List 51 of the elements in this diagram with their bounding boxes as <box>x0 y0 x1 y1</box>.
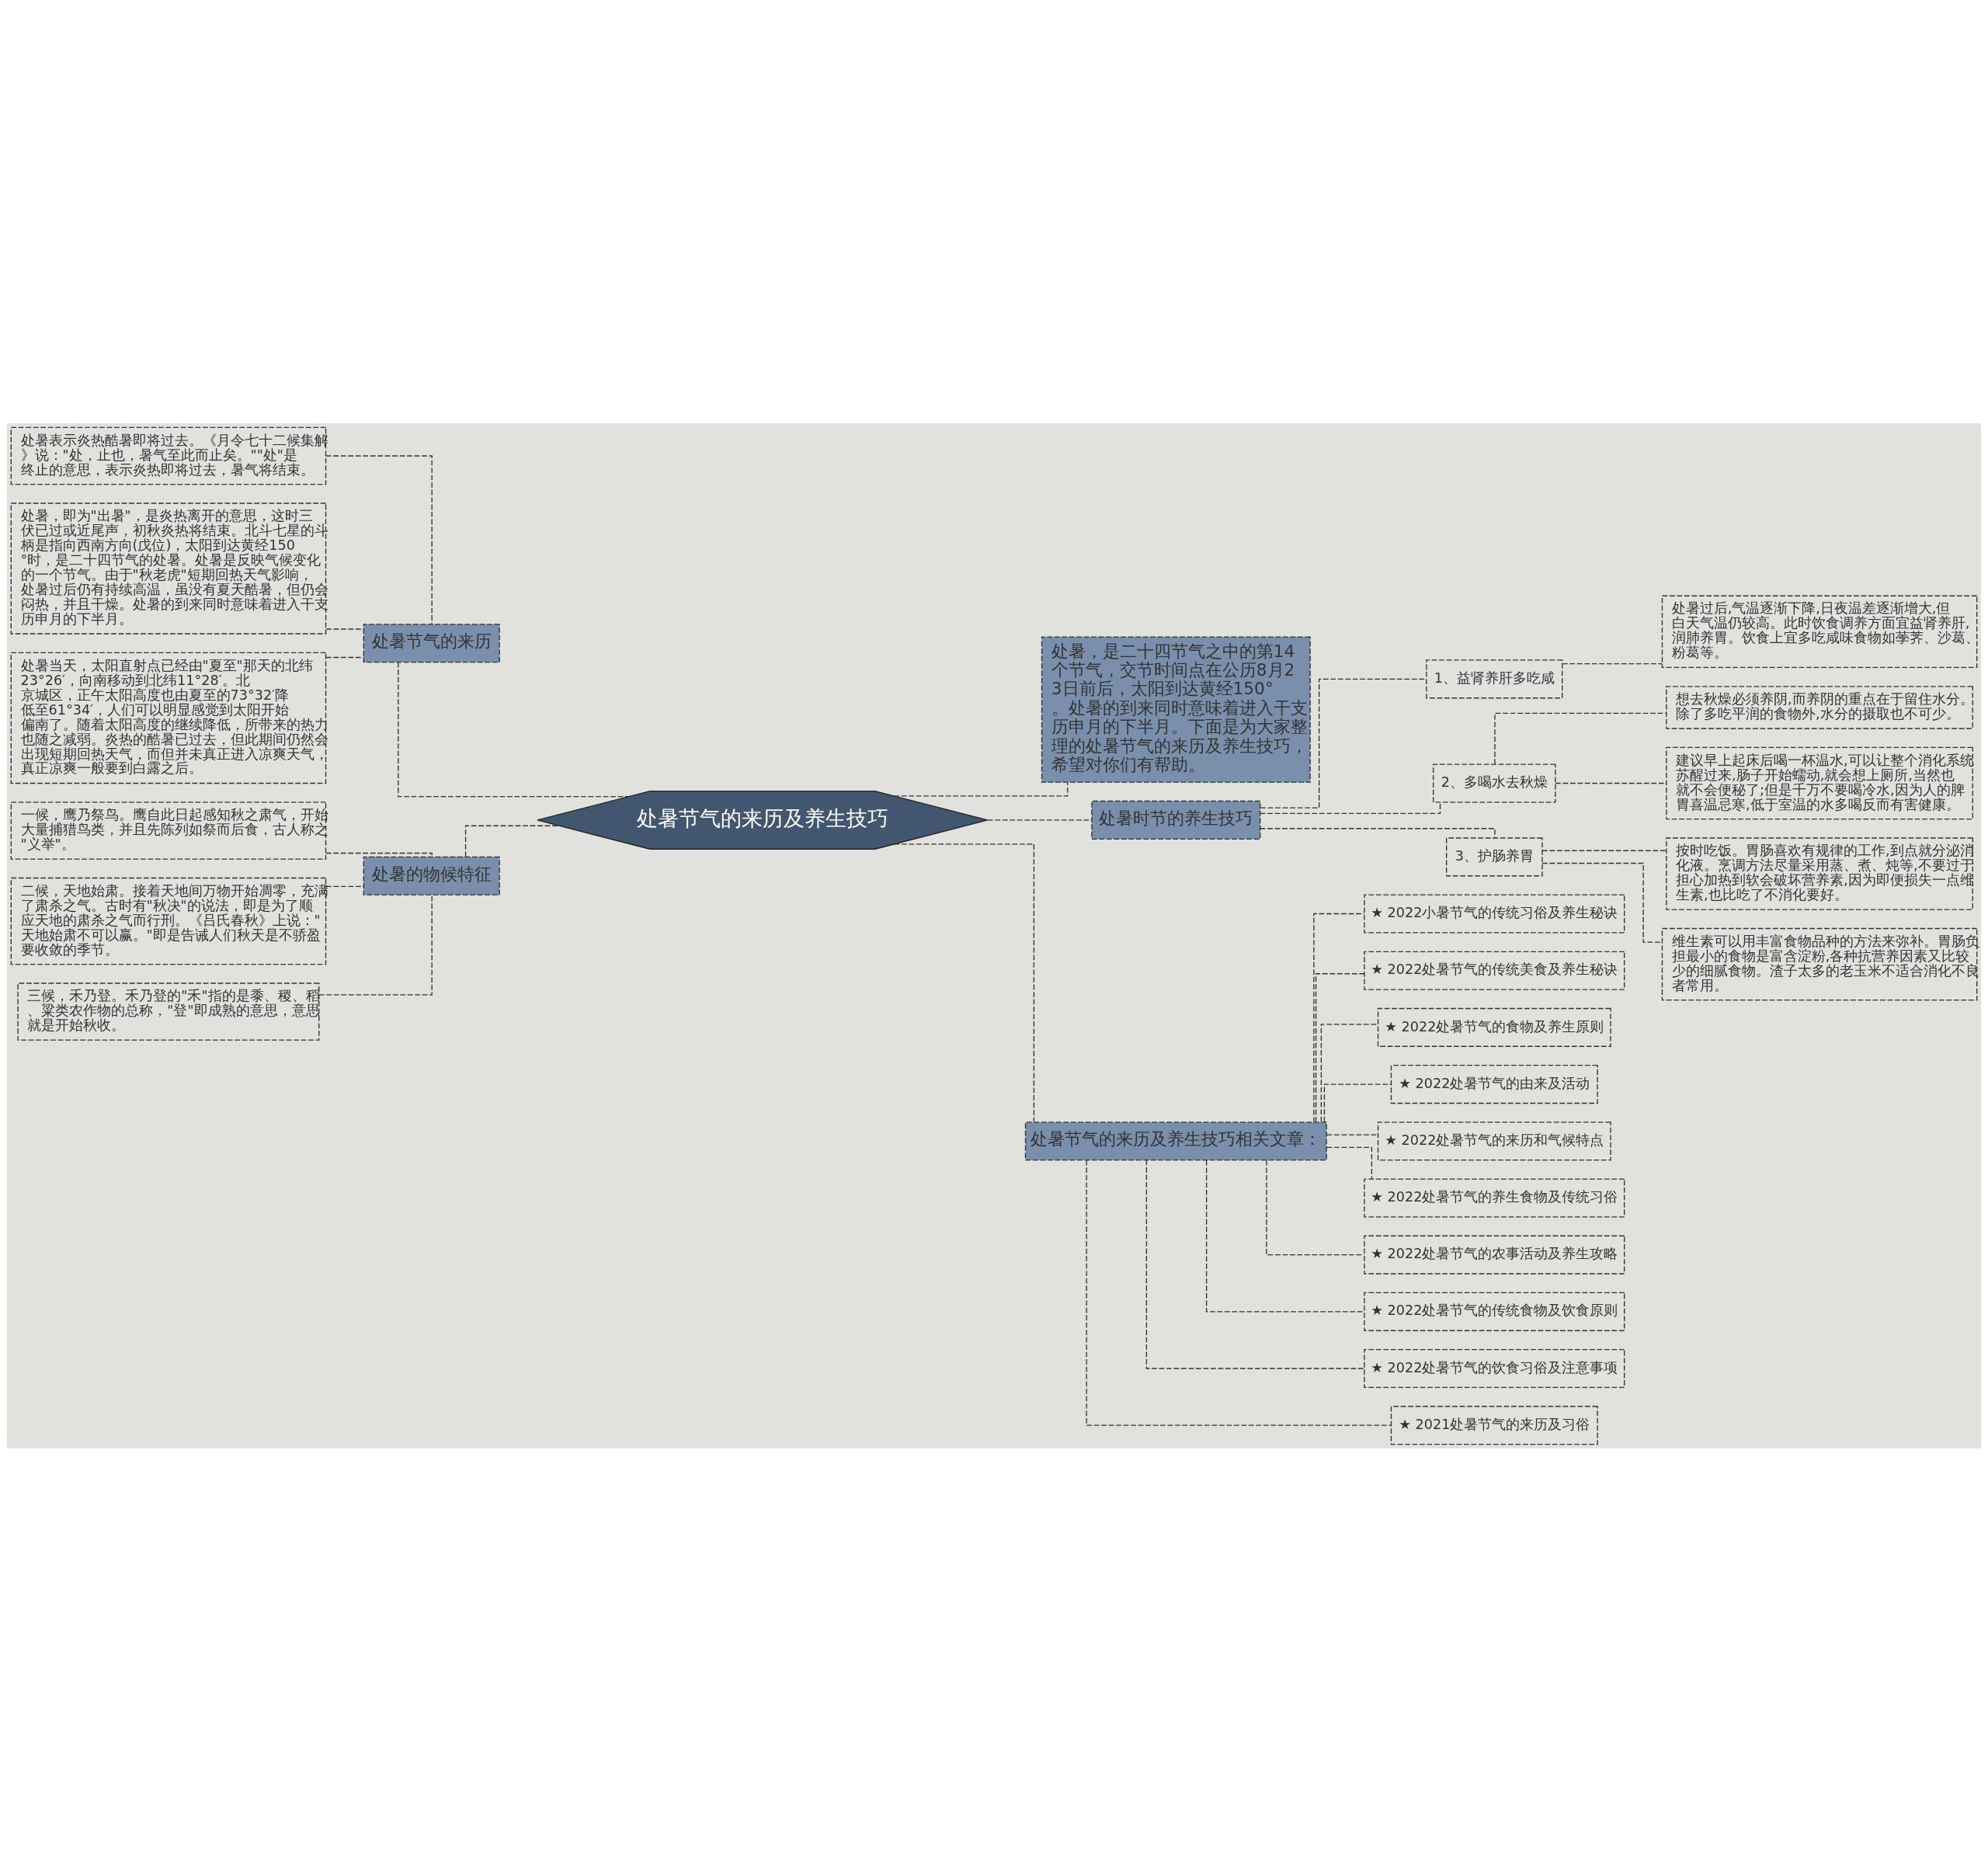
connector <box>1562 663 1663 664</box>
node-box: 想去秋燥必须养阴,而养阴的重点在于留住水分。除了多吃平润的食物外,水分的摄取也不可少。 <box>1666 685 1973 729</box>
node-box: 三候，禾乃登。禾乃登的"禾"指的是黍、稷、稻、粱类农作物的总称，"登"即成熟的意思，意思就是开始秋收。 <box>17 982 320 1041</box>
connector <box>1315 972 1365 1122</box>
connector <box>398 661 629 797</box>
node-box: 1、益肾养肝多吃咸 <box>1426 659 1563 698</box>
node-box: 处暑，是二十四节气之中的第14个节气，交节时间点在公历8月23日前后，太阳到达黄经150°。处暑的到来同时意味着进入干支历申月的下半月。下面是为大家整理的处暑节气的来历及养生技巧，希望对你们有帮助。 <box>1041 635 1311 783</box>
connector <box>1323 1083 1392 1122</box>
node-box: 3、护肠养胃 <box>1445 836 1543 876</box>
connector <box>987 819 1093 821</box>
connector <box>1205 1159 1365 1312</box>
node-box: ★ 2022小暑节气的传统习俗及养生秘诀 <box>1364 893 1625 934</box>
connector <box>464 825 560 857</box>
node-box: 一候，鹰乃祭鸟。鹰自此日起感知秋之肃气，开始大量捕猎鸟类，并且先陈列如祭而后食，古人称之"义举"。 <box>10 801 327 860</box>
connector <box>1494 712 1667 765</box>
node-box: ★ 2022处暑节气的由来及活动 <box>1390 1064 1598 1104</box>
node-box: ★ 2022处暑节气的食物及养生原则 <box>1377 1007 1611 1047</box>
connector <box>1555 782 1667 784</box>
node-box: ★ 2022处暑节气的来历和气候特点 <box>1377 1121 1611 1160</box>
connector <box>1313 913 1365 1122</box>
node-box: 处暑时节的养生技巧 <box>1091 800 1261 840</box>
connector <box>325 628 364 630</box>
connector <box>325 454 433 624</box>
node-box: ★ 2022处暑节气的饮食习俗及注意事项 <box>1364 1348 1625 1388</box>
connector <box>318 894 433 996</box>
node-box: 按时吃饭。胃肠喜欢有规律的工作,到点就分泌消化液。烹调方法尽量采用蒸、煮、炖等,不要过于担心加热到软会破坏营养素,因为即便损失一点维生素,也比吃了不消化要好。 <box>1666 836 1973 910</box>
node-box: 建议早上起床后喝一杯温水,可以让整个消化系统苏醒过来,肠子开始蠕动,就会想上厕所,当然也就不会便秘了;但是千万不要喝冷水,因为人的脾胃喜温忌寒,低于室温的水多喝反而有害健康。 <box>1666 746 1973 819</box>
node-box: 二候，天地始肃。接着天地间万物开始凋零，充满了肃杀之气。古时有"秋决"的说法，即是为了顺应天地的肃杀之气而行刑。《吕氏春秋》上说："天地始肃不可以赢。"即是告诫人们秋天是不骄盈要收敛的季节。 <box>10 877 327 965</box>
connector <box>1266 1159 1365 1255</box>
node-box: ★ 2022处暑节气的农事活动及养生攻略 <box>1364 1235 1625 1275</box>
node-box: 处暑过后,气温逐渐下降,日夜温差逐渐增大,但白天气温仍较高。此时饮食调养方面宜益肾养肝,润肺养胃。饮食上宜多吃咸味食物如荸荠、沙葛、粉葛等。 <box>1661 595 1978 668</box>
connector <box>1086 1159 1392 1426</box>
node-box: 处暑表示炎热酷暑即将过去。《月令七十二候集解》说："处，止也，暑气至此而止矣。""处"是终止的意思，表示炎热即将过去，暑气将结束。 <box>10 426 327 485</box>
connector <box>1260 802 1441 814</box>
node-box: 处暑节气的来历 <box>363 623 500 663</box>
node-box: ★ 2022处暑节气的养生食物及传统习俗 <box>1364 1177 1625 1218</box>
connector <box>1145 1159 1365 1369</box>
node-box: 2、多喝水去秋燥 <box>1433 763 1556 803</box>
connector <box>893 781 1069 797</box>
connector <box>1541 850 1667 851</box>
node-box: 处暑节气的来历及养生技巧相关文章： <box>1024 1121 1327 1160</box>
node-box: ★ 2021处暑节气的来历及习俗 <box>1390 1405 1598 1445</box>
node-box: 处暑的物候特征 <box>363 856 500 896</box>
connector <box>325 656 364 658</box>
connector <box>325 885 364 887</box>
node-box: 处暑，即为"出暑"，是炎热离开的意思，这时三伏已过或近尾声，初秋炎热将结束。北斗七星的斗柄是指向西南方向(戊位)，太阳到达黄经150°时，是二十四节气的处暑。处暑是反映气候变化的一个节气。由于"秋老虎"短期回热天气影响，处暑过后仍有持续高温，虽没有夏天酷暑，但仍会闷热，并且干燥。处暑的到来同时意味着进入干支历申月的下半月。 <box>10 502 327 635</box>
node-box: ★ 2022处暑节气的传统美食及养生秘诀 <box>1364 951 1625 990</box>
connector <box>1326 1146 1373 1180</box>
connector <box>893 843 1035 1122</box>
node-box: ★ 2022处暑节气的传统食物及饮食原则 <box>1364 1292 1625 1331</box>
connector <box>325 852 433 857</box>
